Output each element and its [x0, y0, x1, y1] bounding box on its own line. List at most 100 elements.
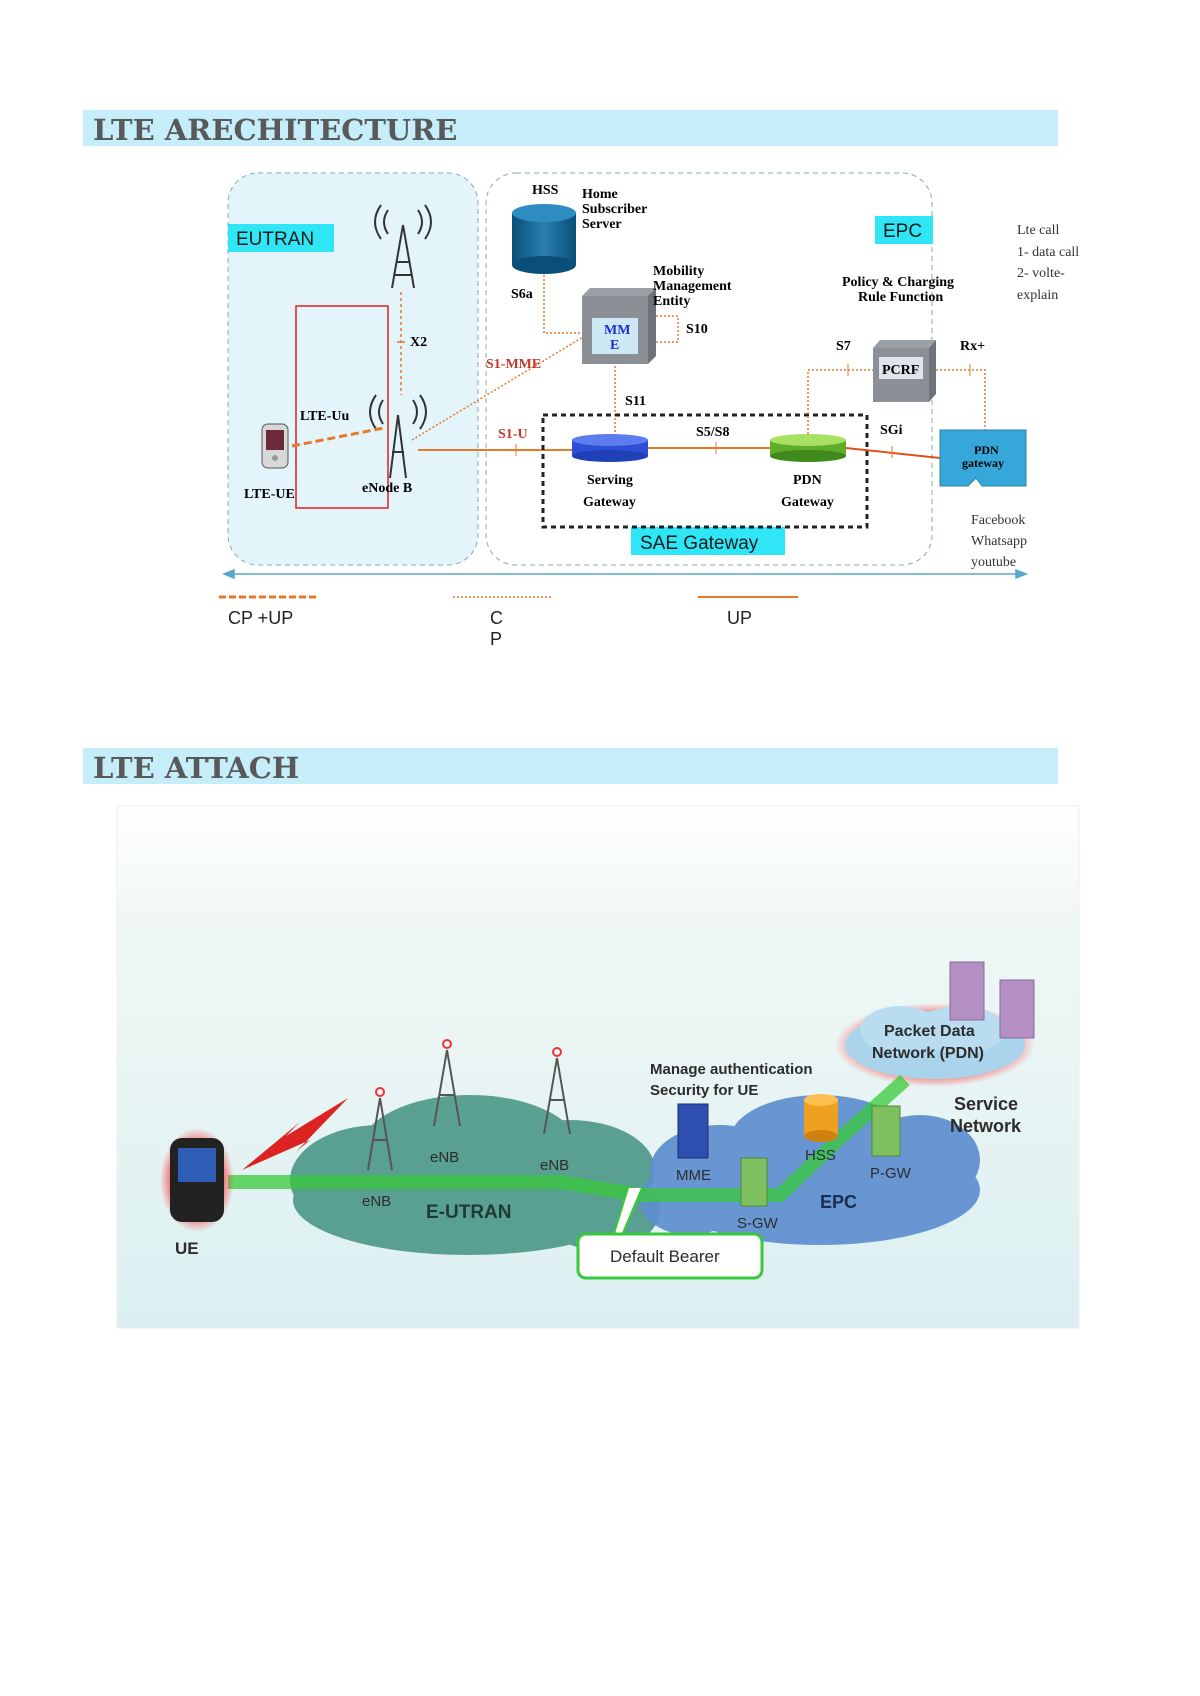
serving-gw-label-1: Serving	[587, 473, 633, 488]
radio-link-icon	[242, 1098, 348, 1170]
app-youtube: youtube	[971, 555, 1016, 570]
enb-tower-icon	[367, 1087, 393, 1171]
eutran-panel	[227, 172, 479, 566]
legend-cp-up-label: CP +UP	[228, 608, 293, 628]
attach-diagram: E-UTRAN EPC Packet Data Network (PDN) Se…	[116, 805, 1080, 1329]
sgw-label: S-GW	[737, 1215, 779, 1232]
s7-link	[807, 369, 873, 434]
enodeb-label: eNode B	[362, 481, 412, 496]
s6a-label: S6a	[511, 287, 533, 302]
mme-box-label-2: E	[610, 338, 619, 353]
app-whatsapp: Whatsapp	[971, 534, 1027, 549]
highlight-box	[295, 305, 389, 509]
mme-desc-1: Mobility	[653, 264, 704, 279]
default-bearer-callout	[576, 1232, 764, 1280]
sae-gateway-label: SAE Gateway	[640, 533, 759, 554]
legend-up-label: UP	[727, 608, 752, 628]
epc-label-bg	[875, 216, 933, 244]
hss-desc-3: Server	[582, 217, 622, 232]
sgi-label: SGi	[880, 423, 903, 438]
architecture-diagram: EUTRAN EPC SAE Gateway X2	[219, 172, 1079, 649]
hss-desc-2: Subscriber	[582, 202, 647, 217]
eutran-cloud-label: E-UTRAN	[426, 1202, 512, 1223]
s5-s8-label: S5/S8	[696, 425, 729, 440]
epc-panel	[485, 172, 933, 566]
ue-label: UE	[175, 1239, 199, 1258]
sae-gateway-box	[541, 413, 869, 529]
mme-desc-3: Entity	[653, 294, 690, 309]
eutran-cloud	[290, 1095, 660, 1255]
pdn-gateway-box-label-1: PDN	[974, 443, 999, 457]
section-heading-attach: LTE ATTACH	[83, 748, 1058, 785]
pcrf-desc-2: Rule Function	[858, 290, 943, 305]
note-line-2: 1- data call	[1017, 245, 1079, 260]
mme-box-label-1: MM	[604, 323, 630, 338]
lte-uu-label: LTE-Uu	[300, 409, 350, 424]
pcrf-box-label: PCRF	[882, 363, 919, 378]
enb-label-2: eNB	[430, 1149, 459, 1166]
hss-database-icon	[512, 204, 576, 274]
eutran-label: EUTRAN	[236, 229, 314, 250]
eutran-label-bg	[228, 224, 334, 252]
section-heading-architecture: LTE ARECHITECTURE	[83, 110, 1058, 147]
hss-label: HSS	[532, 183, 559, 198]
pdn-label-1: Packet Data	[884, 1023, 975, 1040]
ue-phone-icon	[160, 1128, 234, 1232]
s10-label: S10	[686, 322, 708, 337]
enb-tower-icon	[543, 1047, 571, 1135]
pdn-gw-label-1: PDN	[793, 473, 822, 488]
pgw-label: P-GW	[870, 1165, 912, 1182]
service-network-label-1: Service	[954, 1094, 1018, 1114]
manage-auth-label-1: Manage authentication	[650, 1061, 813, 1078]
hss-label: HSS	[805, 1147, 836, 1164]
legend-cp-label-1: C	[490, 608, 503, 628]
pdn-cloud	[835, 1003, 1035, 1087]
s1-u-label: S1-U	[498, 427, 528, 442]
s6a-link	[543, 275, 590, 334]
phone-icon	[261, 423, 289, 469]
sgw-server-icon	[740, 1157, 768, 1207]
serving-gw-label-2: Gateway	[583, 495, 636, 510]
lte-uu-link	[291, 426, 385, 448]
enb-tower-icon	[433, 1039, 461, 1127]
hss-desc-1: Home	[582, 187, 618, 202]
pdn-gw-label-2: Gateway	[781, 495, 834, 510]
tower-icon	[374, 204, 432, 289]
x2-label: X2	[410, 335, 427, 350]
manage-auth-label-2: Security for UE	[650, 1082, 758, 1099]
pdn-server-icon	[949, 961, 1035, 1039]
mme-server-icon	[677, 1103, 709, 1159]
pcrf-server-icon	[873, 340, 936, 402]
span-arrow	[221, 568, 1029, 580]
enb-label-3: eNB	[540, 1157, 569, 1174]
serving-gateway-icon	[572, 434, 648, 462]
service-network-label-2: Network	[950, 1116, 1022, 1136]
hss-database-icon	[804, 1094, 838, 1142]
lte-ue-label: LTE-UE	[244, 487, 295, 502]
mme-label: MME	[676, 1167, 711, 1184]
note-line-1: Lte call	[1017, 223, 1059, 238]
note-line-3: 2- volte-	[1017, 266, 1065, 281]
s11-label: S11	[625, 394, 646, 409]
pdn-gateway-box	[939, 429, 1027, 487]
mme-server-icon	[582, 288, 656, 364]
enb-label-1: eNB	[362, 1193, 391, 1210]
sgi-link	[845, 447, 941, 459]
pgw-server-icon	[871, 1105, 901, 1157]
pcrf-desc-1: Policy & Charging	[842, 275, 954, 290]
default-bearer-label: Default Bearer	[610, 1247, 720, 1266]
legend-cp-label-2: P	[490, 629, 502, 649]
pdn-label-2: Network (PDN)	[872, 1045, 984, 1062]
enodeb-tower-icon	[369, 394, 427, 479]
rx-label: Rx+	[960, 339, 985, 354]
rx-link	[936, 369, 986, 430]
mme-desc-2: Management	[653, 279, 732, 294]
epc-label: EPC	[883, 221, 922, 242]
app-facebook: Facebook	[971, 513, 1025, 528]
pdn-gateway-box-label-2: gateway	[962, 456, 1004, 470]
sae-label-bg	[631, 527, 785, 555]
s1-mme-label: S1-MME	[486, 357, 541, 372]
default-bearer-path	[228, 1074, 910, 1202]
pdn-gateway-icon	[770, 434, 846, 462]
